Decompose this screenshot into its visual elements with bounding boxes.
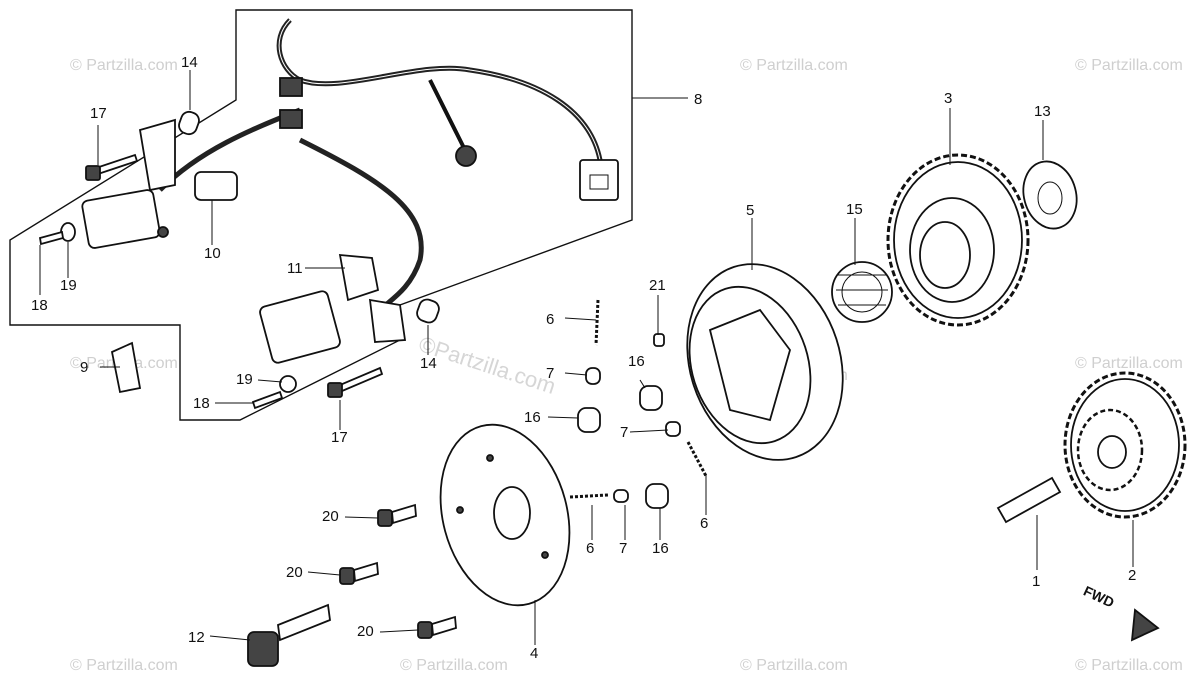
watermark: © Partzilla.com [740, 657, 848, 674]
watermark: © Partzilla.com [1075, 355, 1183, 372]
callout-5: 5 [746, 202, 754, 219]
callout-20: 20 [286, 564, 303, 581]
watermark: © Partzilla.com [400, 657, 508, 674]
callout-14: 14 [181, 54, 198, 71]
watermark-main: ©Partzilla.com [416, 331, 559, 399]
watermarks-faint: © Partzilla.com © Partzilla.com © Partzi… [70, 57, 1183, 674]
idle-gear [1063, 371, 1187, 519]
callout-17: 17 [331, 429, 348, 446]
callout-14: 14 [420, 355, 437, 372]
callout-16: 16 [652, 540, 669, 557]
callout-4: 4 [530, 645, 538, 662]
callout-2: 2 [1128, 567, 1136, 584]
clutch-housing [686, 263, 844, 461]
callout-7: 7 [619, 540, 627, 557]
pulse-generator-upper [81, 118, 238, 249]
callout-18: 18 [193, 395, 210, 412]
wire-harness [158, 18, 619, 312]
callout-19: 19 [236, 371, 253, 388]
callout-13: 13 [1034, 103, 1051, 120]
bolts [247, 503, 457, 667]
leader-lines [39, 70, 1134, 645]
callout-20: 20 [357, 623, 374, 640]
needle-bearing [831, 261, 893, 323]
callout-17: 17 [90, 105, 107, 122]
driven-gear [886, 153, 1030, 327]
callout-16: 16 [524, 409, 541, 426]
callout-19: 19 [60, 277, 77, 294]
callout-6: 6 [700, 515, 708, 532]
callout-1: 1 [1032, 573, 1040, 590]
small-hardware [38, 110, 440, 410]
idle-gear-shaft [996, 476, 1062, 524]
watermark: © Partzilla.com [1075, 57, 1183, 74]
callout-21: 21 [649, 277, 666, 294]
watermark: © Partzilla.com [70, 657, 178, 674]
callout-15: 15 [846, 201, 863, 218]
callout-11: 11 [287, 260, 303, 277]
watermark: © Partzilla.com [70, 57, 178, 74]
thrust-washer [1022, 160, 1078, 230]
watermark: © Partzilla.com [740, 57, 848, 74]
callout-7: 7 [546, 365, 554, 382]
callout-6: 6 [546, 311, 554, 328]
callout-labels: 1 2 3 4 5 6 6 6 7 7 7 8 9 10 11 12 13 14… [31, 54, 1136, 662]
callout-8: 8 [694, 91, 702, 108]
callout-12: 12 [188, 629, 205, 646]
callout-3: 3 [944, 90, 952, 107]
callout-9: 9 [80, 359, 88, 376]
pulse-generator-lower [259, 253, 407, 364]
callout-6: 6 [586, 540, 594, 557]
direction-label: FWD [1081, 583, 1117, 611]
callout-10: 10 [204, 245, 221, 262]
watermark: © Partzilla.com [1075, 657, 1183, 674]
assembly-outline [9, 9, 633, 421]
rollers-springs [569, 299, 708, 509]
clutch-plate [439, 423, 571, 607]
callout-18: 18 [31, 297, 48, 314]
callout-16: 16 [628, 353, 645, 370]
callout-7: 7 [620, 424, 628, 441]
forward-arrow: FWD [1081, 583, 1160, 642]
callout-20: 20 [322, 508, 339, 525]
